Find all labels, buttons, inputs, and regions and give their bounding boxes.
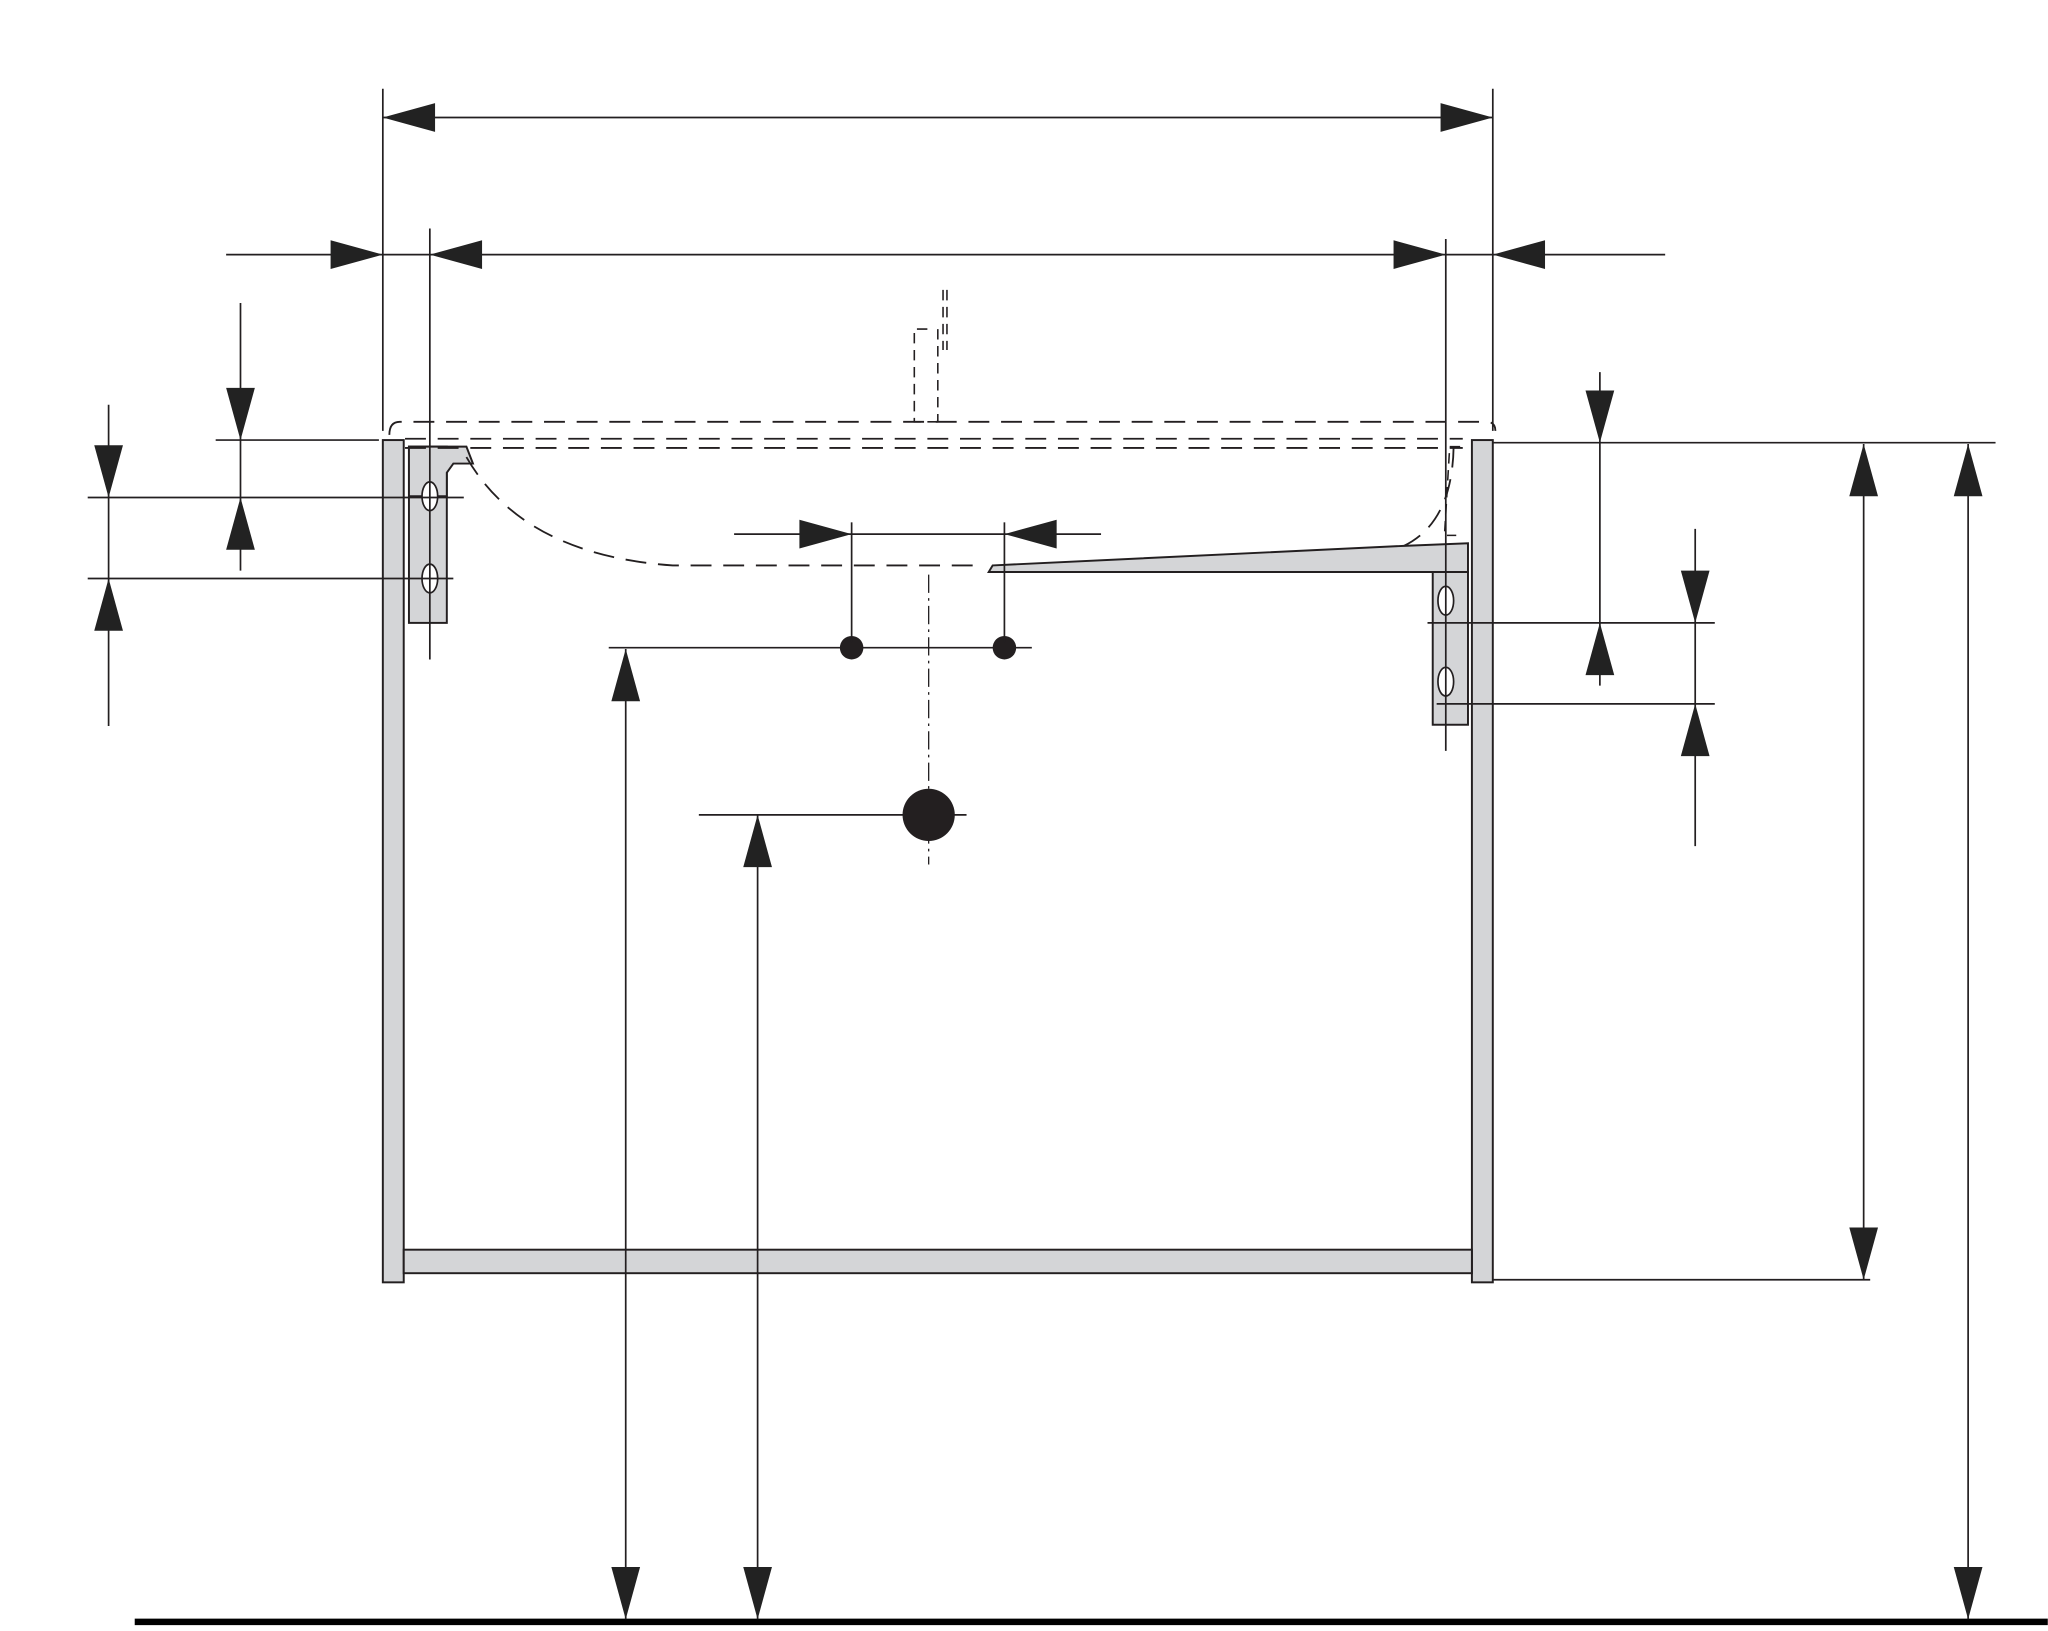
arrowhead-icon (226, 497, 255, 550)
right-side-panel (1470, 439, 1494, 1284)
dimension-arrowheads (94, 103, 1983, 1620)
arrowhead-icon (1585, 622, 1615, 676)
arrowhead-icon (799, 519, 852, 549)
arrowhead-icon (743, 814, 772, 868)
water-supply-point-left (839, 635, 864, 660)
arrowhead-icon (382, 103, 436, 132)
basin-support-shelf (987, 542, 1469, 573)
arrowhead-icon (330, 240, 383, 270)
arrowhead-icon (611, 1567, 641, 1620)
water-supply-point-right (992, 635, 1017, 660)
left-bracket (407, 445, 475, 624)
arrowhead-icon (1393, 240, 1446, 270)
left-side-panel (381, 439, 405, 1284)
cabinet-frame (381, 439, 1494, 1284)
arrowhead-icon (1953, 443, 1983, 497)
arrowhead-icon (1004, 519, 1057, 549)
drain-outlet-point (902, 788, 955, 841)
arrowhead-icon (611, 649, 641, 702)
arrowhead-icon (1849, 1227, 1879, 1280)
arrowhead-icon (1492, 240, 1546, 270)
arrowhead-icon (1849, 443, 1879, 497)
dimension-lines (87, 88, 1996, 1620)
arrowhead-icon (1680, 703, 1710, 757)
arrowhead-icon (1585, 390, 1615, 443)
arrowhead-icon (743, 1567, 772, 1620)
arrowhead-icon (226, 387, 255, 441)
arrowhead-icon (94, 578, 123, 631)
arrowhead-icon (94, 445, 123, 498)
arrowhead-icon (1440, 103, 1493, 132)
bottom-rail (402, 1248, 1473, 1275)
arrowhead-icon (1680, 570, 1710, 623)
basin-outline-hidden (388, 420, 1497, 567)
arrowhead-icon (429, 240, 483, 270)
faucet-outline-hidden (913, 289, 948, 423)
arrowhead-icon (1953, 1567, 1983, 1620)
right-bracket (1431, 570, 1469, 726)
